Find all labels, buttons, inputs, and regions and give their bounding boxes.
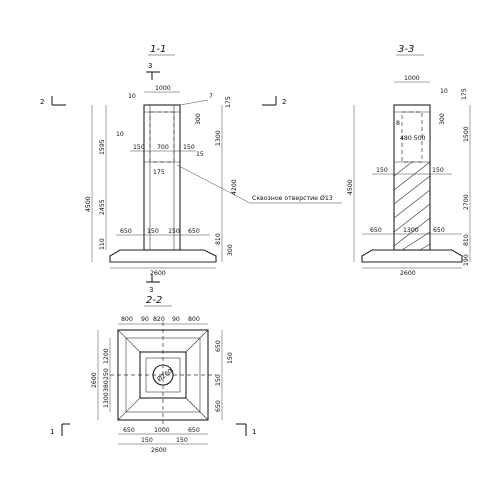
socket-dashed-1-1 — [149, 111, 175, 163]
plan-chamfer-br — [185, 397, 209, 421]
base-slab-3-3 — [361, 249, 463, 263]
dim-3-3-150a: 150 — [376, 167, 388, 174]
section-2-2: 2-2 Ø260 800 90 820 90 800 2600 1200 250… — [50, 295, 256, 454]
plan-dim-r150a: 150 — [227, 352, 234, 364]
section-1-1-title: 1-1 — [150, 44, 166, 55]
dim-3-3-810: 810 — [463, 234, 470, 246]
section-1-1: 1-1 3 2 1000 10 7 175 300 1595 4500 — [40, 44, 342, 294]
dim-650b: 650 — [188, 228, 200, 235]
dim-300b: 300 — [227, 244, 234, 256]
plan-dim-r150b: 150 — [215, 374, 222, 386]
plan-dim-b150b: 150 — [176, 437, 188, 444]
dim-150c: 150 — [147, 228, 159, 235]
hole-callout-leader — [176, 164, 251, 204]
cut-mark-3-top-label: 3 — [148, 62, 152, 70]
dim-3-3-190: 190 — [463, 254, 470, 266]
plan-dim-r650b: 650 — [215, 400, 222, 412]
plan-dim-b150a: 150 — [141, 437, 153, 444]
dim-1300: 1300 — [215, 130, 222, 146]
dim-650a: 650 — [120, 228, 132, 235]
dim-4200: 4200 — [231, 179, 238, 195]
dim-700: 700 — [157, 144, 169, 151]
dim-3-3-150b: 150 — [432, 167, 444, 174]
plan-dim-b650a: 650 — [123, 427, 135, 434]
dim-base-2600: 2600 — [150, 270, 166, 277]
plan-dim-380: 380 — [103, 380, 110, 392]
dim-10b: 10 — [116, 131, 124, 138]
plan-chamfer-tl — [117, 329, 141, 353]
callout-7: 7 — [209, 93, 213, 100]
dim-3-3-650a: 650 — [370, 227, 382, 234]
section-3-3: 3-3 1000 10 175 300 8 480 500 4500 — [347, 44, 471, 277]
cut-mark-1-left-label: 1 — [50, 428, 54, 436]
plan-dim-base: 2600 — [151, 447, 167, 454]
dim-110: 110 — [99, 238, 106, 250]
plan-dim-2600-left: 2600 — [91, 372, 98, 388]
plan-dim-b650b: 650 — [188, 427, 200, 434]
base-slab-1-1 — [109, 249, 217, 263]
dim-3-3-10: 10 — [440, 88, 448, 95]
cut-mark-2-right-label: 2 — [282, 98, 286, 106]
dim-3-3-175: 175 — [461, 88, 468, 100]
cut-mark-2-left-label: 2 — [40, 98, 44, 106]
dim-300: 300 — [195, 113, 202, 125]
dim-3-3-650b: 650 — [433, 227, 445, 234]
plan-chamfer-bl — [117, 397, 141, 421]
dim-3-3-1300: 1300 — [403, 227, 419, 234]
dim-3-3-2700: 2700 — [463, 194, 470, 210]
plan-dim-1200: 1200 — [103, 348, 110, 364]
dim-2455: 2455 — [99, 199, 106, 215]
dim-4500: 4500 — [85, 196, 92, 212]
dim-810: 810 — [215, 233, 222, 245]
hole-callout-text: Сквозное отверстие Ø13 — [252, 194, 333, 202]
callout-7-leader — [179, 99, 209, 106]
plan-dim-820: 820 — [153, 316, 165, 323]
column-hatch-3-3 — [393, 161, 431, 251]
dim-3-3-4500: 4500 — [347, 179, 354, 195]
plan-dim-800a: 800 — [121, 316, 133, 323]
dim-3-3-300: 300 — [439, 113, 446, 125]
dim-top-175: 175 — [225, 96, 232, 108]
dim-150d: 150 — [168, 228, 180, 235]
cut-mark-3-bottom-label: 3 — [149, 286, 153, 294]
dim-left-10: 10 — [128, 93, 136, 100]
dim-3-3-top: 1000 — [404, 75, 420, 82]
dim-1595: 1595 — [99, 139, 106, 155]
plan-chamfer-tr — [185, 329, 209, 353]
dim-3-3-8: 8 — [396, 120, 400, 127]
dim-175b: 175 — [153, 169, 165, 176]
plan-dim-90a: 90 — [141, 316, 149, 323]
dim-150a: 150 — [133, 144, 145, 151]
dim-3-3-base: 2600 — [400, 270, 416, 277]
plan-dim-250: 250 — [103, 368, 110, 380]
plan-dim-800b: 800 — [188, 316, 200, 323]
section-2-2-title: 2-2 — [146, 295, 162, 306]
dim-top-1000: 1000 — [155, 85, 171, 92]
dim-3-3-480-500: 480 500 — [400, 135, 426, 142]
dim-15: 15 — [196, 151, 204, 158]
plan-dim-r650: 650 — [215, 340, 222, 352]
dim-3-3-1500: 1500 — [463, 126, 470, 142]
plan-dim-b1000: 1000 — [154, 427, 170, 434]
plan-dim-1300: 1300 — [103, 392, 110, 408]
section-3-3-title: 3-3 — [398, 44, 414, 55]
dim-150b: 150 — [183, 144, 195, 151]
plan-dim-90b: 90 — [172, 316, 180, 323]
cut-mark-1-right-label: 1 — [252, 428, 256, 436]
